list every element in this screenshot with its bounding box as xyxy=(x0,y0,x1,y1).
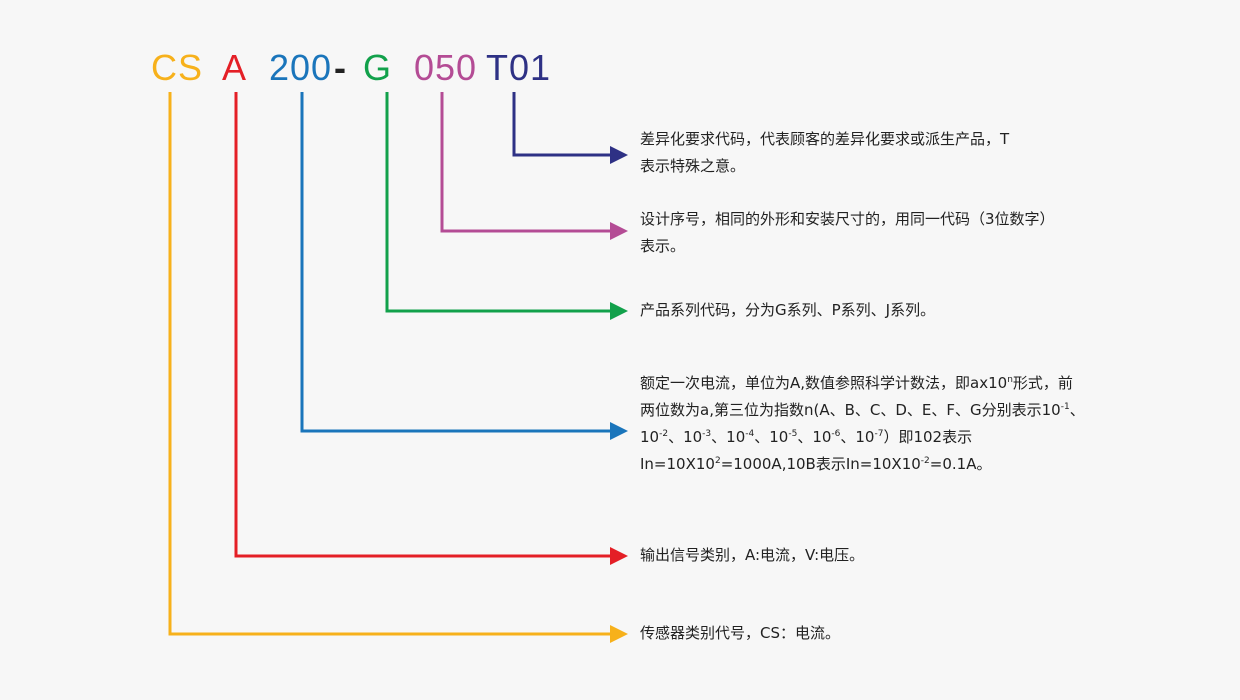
current-desc-exponent: 2 xyxy=(714,456,721,466)
current-desc-exponent: -1 xyxy=(1060,402,1070,412)
variant-arrow-icon xyxy=(610,146,628,164)
current-arrow-icon xyxy=(610,422,628,440)
current-desc-exponent: -3 xyxy=(702,429,712,439)
code-segment-a: A xyxy=(222,47,248,88)
serial-description: 设计序号，相同的外形和安装尺寸的，用同一代码（3位数字）表示。 xyxy=(640,210,1055,255)
current-desc-part: ）即102表示In=10X10 xyxy=(640,428,973,473)
current-desc-exponent: -6 xyxy=(831,429,841,439)
current-desc-exponent: -2 xyxy=(920,456,930,466)
current-desc-part: 、10 xyxy=(711,428,746,446)
code-segment-current: 200 xyxy=(269,47,333,88)
current-desc-part: 、10 xyxy=(840,428,875,446)
code-segment-dash: - xyxy=(334,47,347,88)
current-description: 额定一次电流，单位为A,数值参照科学计数法，即ax10n形式，前两位数为a,第三… xyxy=(640,370,1085,478)
series-arrow-icon xyxy=(610,302,628,320)
variant-connector-line xyxy=(512,92,612,157)
current-desc-exponent: n xyxy=(1007,375,1013,385)
current-desc-part: 、10 xyxy=(640,401,1085,446)
series-connector-line xyxy=(385,92,612,313)
serial-arrow-icon xyxy=(610,222,628,240)
serial-connector-line xyxy=(440,92,612,233)
current-desc-exponent: -7 xyxy=(874,429,884,439)
sensor-description: 传感器类别代号，CS：电流。 xyxy=(640,624,840,642)
current-desc-part: 、10 xyxy=(668,428,703,446)
signal-description: 输出信号类别，A:电流，V:电压。 xyxy=(640,546,865,564)
current-desc-part: =0.1A。 xyxy=(929,455,992,473)
a-connector-line xyxy=(234,92,612,558)
series-description: 产品系列代码，分为G系列、P系列、J系列。 xyxy=(640,301,936,319)
code-segment-cs: CS xyxy=(151,47,204,88)
current-connector-line xyxy=(300,92,612,433)
current-desc-part: 、10 xyxy=(754,428,789,446)
current-desc-part: 、10 xyxy=(797,428,832,446)
variant-description: 差异化要求代码，代表顾客的差异化要求或派生产品，T表示特殊之意。 xyxy=(640,130,1010,175)
current-desc-part: 形式，前两位数为a,第三位为指数n(A、B、C、D、E、F、G分别表示10 xyxy=(640,374,1073,419)
current-desc-exponent: -2 xyxy=(659,429,669,439)
current-desc-exponent: -4 xyxy=(745,429,755,439)
a-arrow-icon xyxy=(610,547,628,565)
code-segment-variant: T01 xyxy=(486,47,552,88)
current-desc-part: =1000A,10B表示In=10X10 xyxy=(720,455,921,473)
cs-connector-line xyxy=(168,92,612,636)
current-desc-exponent: -5 xyxy=(788,429,798,439)
cs-arrow-icon xyxy=(610,625,628,643)
code-segment-series: G xyxy=(363,47,393,88)
current-desc-part: 额定一次电流，单位为A,数值参照科学计数法，即ax10 xyxy=(640,374,1008,392)
code-segment-serial: 050 xyxy=(414,47,478,88)
